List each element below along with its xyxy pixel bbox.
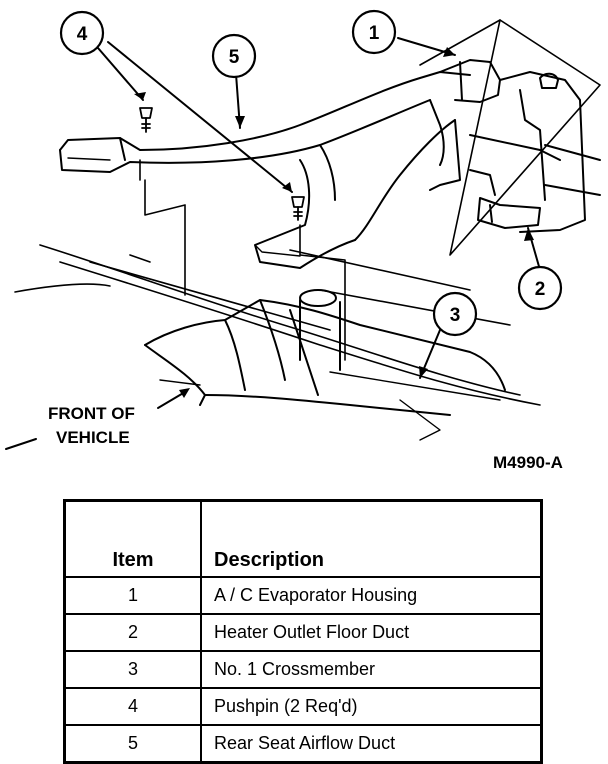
pushpin-right xyxy=(291,196,305,221)
arrowhead-2 xyxy=(524,228,534,241)
arrowhead-front xyxy=(179,388,190,398)
description-cell: Pushpin (2 Req'd) xyxy=(200,687,543,726)
callout-circle-5 xyxy=(211,33,257,79)
callout-label-5: 5 xyxy=(229,47,240,68)
table-row: 3 No. 1 Crossmember xyxy=(63,650,543,689)
callout-circle-4 xyxy=(59,10,105,56)
figure-code: M4990-A xyxy=(493,453,563,470)
callout-circle-3 xyxy=(432,291,478,337)
item-number-cell: 5 xyxy=(63,724,202,764)
callout-circle-2 xyxy=(517,265,563,311)
projection-lines xyxy=(139,159,346,361)
parts-table: Item Description 1 A / C Evaporator Hous… xyxy=(63,499,543,764)
table-row: 2 Heater Outlet Floor Duct xyxy=(63,613,543,652)
front-of-vehicle-label-line1: FRONT OF xyxy=(48,404,135,423)
description-cell: A / C Evaporator Housing xyxy=(200,576,543,615)
description-cell: No. 1 Crossmember xyxy=(200,650,543,689)
item-number-cell: 4 xyxy=(63,687,202,726)
callout-label-3: 3 xyxy=(450,305,461,326)
table-row: 5 Rear Seat Airflow Duct xyxy=(63,724,543,764)
description-cell: Heater Outlet Floor Duct xyxy=(200,613,543,652)
callout-frame-1 xyxy=(419,19,601,256)
arrowhead-3 xyxy=(419,366,428,378)
callout-label-4: 4 xyxy=(77,24,88,45)
heater-outlet-floor-duct xyxy=(477,197,541,229)
callout-label-1: 1 xyxy=(369,23,380,44)
description-column-header: Description xyxy=(200,499,543,578)
item-number-cell: 3 xyxy=(63,650,202,689)
rear-seat-airflow-duct xyxy=(59,71,471,269)
arrowhead-1 xyxy=(443,47,455,57)
front-of-vehicle-label-line2: VEHICLE xyxy=(56,428,130,447)
crossmember xyxy=(144,289,506,441)
callout-circle-1 xyxy=(351,9,397,55)
callout-label-2: 2 xyxy=(535,279,546,300)
table-header-row: Item Description xyxy=(63,499,543,578)
duct-assembly-illustration: 4 5 1 2 3 FRONT OF VEHICLE M4990-A xyxy=(5,9,601,470)
table-row: 4 Pushpin (2 Req'd) xyxy=(63,687,543,726)
pushpin-left xyxy=(139,107,153,133)
description-cell: Rear Seat Airflow Duct xyxy=(200,724,543,764)
evaporator-housing xyxy=(429,59,601,233)
arrowhead-5 xyxy=(235,116,245,128)
item-number-cell: 1 xyxy=(63,576,202,615)
arrowhead-4-left xyxy=(134,92,146,100)
table-row: 1 A / C Evaporator Housing xyxy=(63,576,543,615)
item-number-cell: 2 xyxy=(63,613,202,652)
item-column-header: Item xyxy=(63,499,202,578)
arrowhead-4-right xyxy=(282,182,292,192)
